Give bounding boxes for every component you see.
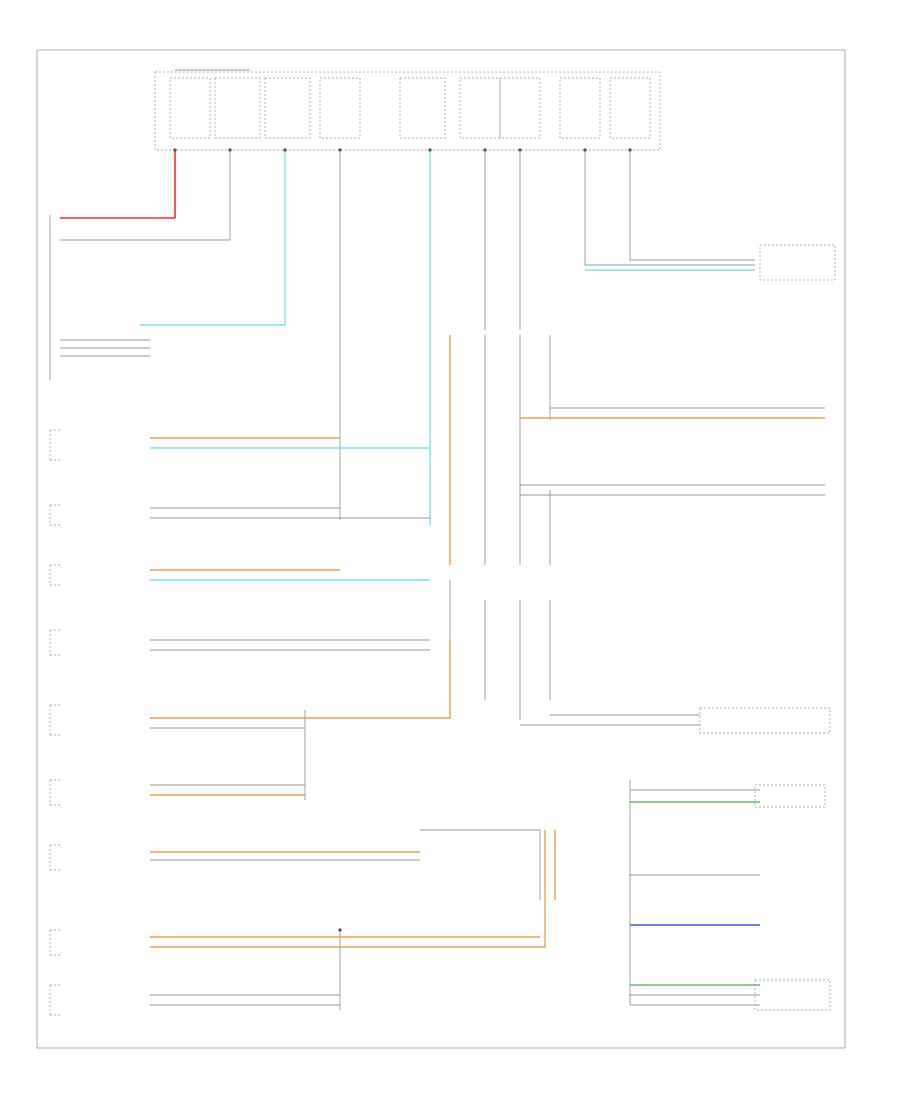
left-connector-pins (49, 215, 150, 380)
right-lower-modules (629, 707, 831, 1011)
left-modules (49, 429, 546, 1016)
diagram-border (36, 49, 846, 1049)
right-upper-connector (759, 244, 836, 281)
top-module (154, 69, 661, 151)
top-wires (60, 148, 755, 525)
middle-bus (449, 335, 825, 565)
center-connectors (304, 580, 700, 1010)
